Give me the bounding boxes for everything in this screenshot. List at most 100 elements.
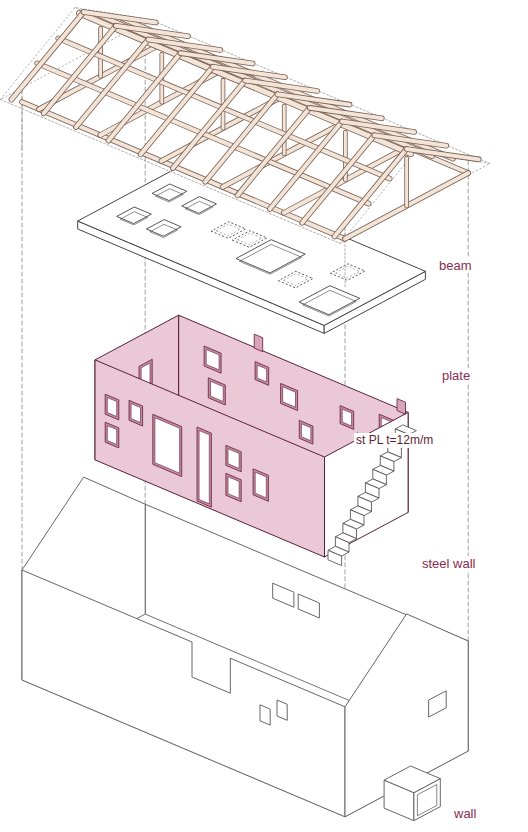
plate-hole-inner	[156, 189, 184, 202]
timber-beam	[108, 53, 180, 141]
steel-window-opening	[255, 472, 266, 498]
front-wall	[22, 570, 345, 817]
steel-window-frame	[299, 420, 313, 444]
timber-beam	[407, 149, 479, 159]
gable-wall	[345, 614, 468, 817]
timber-beam	[173, 81, 245, 169]
timber-beam	[76, 39, 148, 127]
plate-hole-inner	[120, 212, 148, 225]
plate-hole	[117, 207, 152, 224]
timber-beam	[116, 26, 188, 36]
steel-window-frame	[153, 414, 182, 476]
timber-beam-edge	[277, 94, 349, 104]
part-label: steel wall	[420, 556, 477, 571]
timber-beam	[84, 12, 156, 22]
plate-hole-hidden	[238, 233, 262, 245]
steel-window-opening	[107, 398, 116, 417]
timber-beam-edge	[374, 135, 446, 145]
steel-window-frame	[340, 406, 354, 430]
timber-beam-edge	[116, 26, 188, 36]
timber-beam	[405, 158, 408, 206]
timber-beam-edge	[84, 12, 156, 22]
steel-window-frame	[105, 394, 119, 420]
timber-beam	[302, 135, 374, 223]
steel-post	[397, 399, 406, 415]
steel-window-frame	[281, 383, 298, 410]
annex-opening	[417, 785, 436, 816]
timber-beam-edge	[141, 67, 213, 155]
window	[260, 705, 270, 725]
steel-window-opening	[228, 477, 239, 499]
plate-hole-inner	[303, 290, 357, 316]
window	[298, 594, 319, 618]
timber-beam	[205, 94, 277, 182]
window	[277, 700, 287, 720]
timber-beam	[99, 28, 102, 76]
roof-outline	[150, 20, 490, 164]
steel-window-opening	[228, 449, 239, 469]
timber-beam	[342, 122, 414, 132]
timber-beam-edge	[173, 81, 245, 169]
steel-window-frame	[255, 362, 269, 386]
timber-beam	[213, 67, 285, 77]
plate-hole-hidden	[330, 264, 365, 281]
timber-beam-edge	[238, 108, 310, 196]
part-label: beam	[437, 258, 474, 273]
plate-hole	[146, 220, 181, 237]
part-label: plate	[440, 368, 472, 383]
timber-beam-edge	[404, 158, 409, 206]
part-label: st PL t=12m/m	[354, 433, 435, 448]
timber-beam	[148, 39, 220, 49]
steel-window-frame	[204, 346, 221, 373]
timber-beam-edge	[310, 108, 382, 118]
timber-beam	[270, 122, 342, 210]
guide-line	[22, 90, 23, 570]
timber-beam	[310, 108, 382, 118]
stair-riser	[328, 550, 342, 565]
plate-hole-hidden	[216, 224, 240, 236]
timber-beam-edge	[37, 63, 369, 203]
steel-window-frame	[226, 445, 241, 472]
plate-hole	[152, 184, 187, 201]
timber-beam-edge	[334, 149, 406, 237]
window	[273, 583, 294, 607]
steel-window-frame	[197, 427, 211, 507]
plate-hole-hidden	[336, 266, 360, 278]
steel-window-opening	[206, 349, 219, 369]
steel-window-opening	[301, 424, 310, 441]
steel-window-frame	[253, 469, 268, 502]
plate-hole	[299, 286, 360, 315]
timber-beam	[44, 26, 116, 114]
steel-window-opening	[155, 418, 180, 474]
timber-beam	[277, 94, 349, 104]
steel-front-wall	[95, 360, 325, 557]
steel-window-opening	[257, 365, 266, 382]
timber-beam	[181, 53, 253, 63]
timber-beam	[245, 81, 317, 91]
plate-hole-inner	[240, 244, 302, 274]
plate-hole-inner	[185, 201, 213, 214]
plate-hole-hidden	[232, 231, 267, 248]
timber-beam-edge	[270, 122, 342, 210]
timber-beam-edge	[11, 12, 83, 100]
steel-window-frame	[208, 378, 225, 405]
timber-beam	[11, 12, 83, 100]
timber-beam-edge	[148, 39, 220, 49]
steel-window-frame	[105, 422, 119, 448]
timber-beam	[334, 149, 406, 237]
timber-beam-edge	[302, 135, 374, 223]
steel-window-opening	[107, 426, 116, 445]
timber-beam-edge	[205, 94, 277, 182]
steel-post	[254, 334, 263, 352]
part-label: wall	[452, 806, 478, 821]
steel-window-opening	[211, 381, 224, 401]
timber-beam-edge	[181, 53, 253, 63]
steel-window-opening	[283, 387, 296, 407]
steel-window-frame	[226, 473, 241, 502]
steel-window-frame	[129, 400, 143, 426]
timber-beam-edge	[213, 67, 285, 77]
steel-window-opening	[199, 431, 209, 504]
timber-beam	[374, 135, 446, 145]
steel-window-opening	[131, 404, 140, 423]
plate-hole-hidden	[278, 271, 313, 288]
